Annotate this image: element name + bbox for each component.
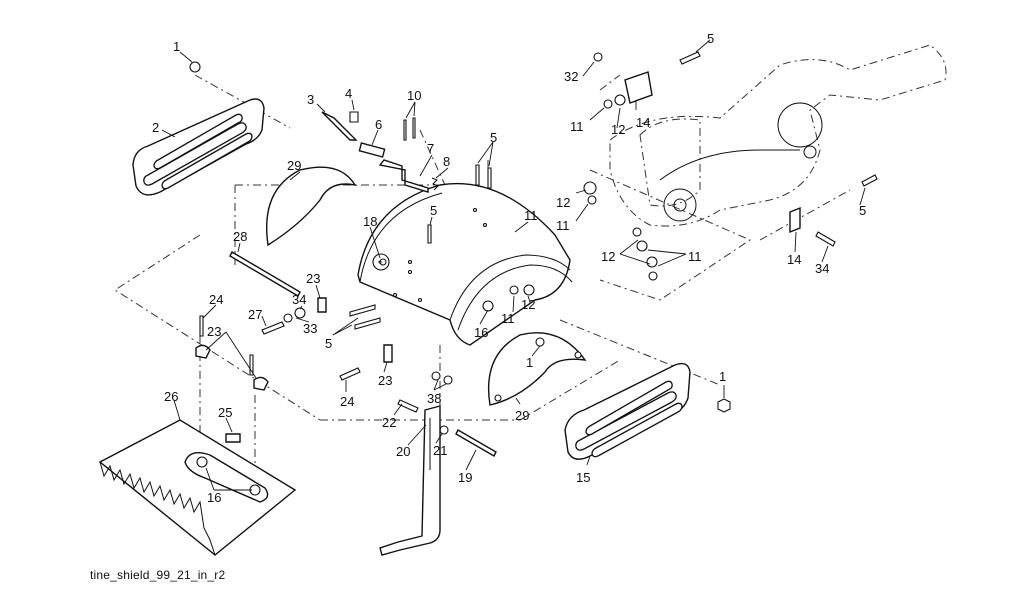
callout-11-mid: 11 <box>501 311 515 326</box>
callout-18: 18 <box>363 214 377 229</box>
figure-caption: tine_shield_99_21_in_r2 <box>90 568 226 582</box>
callout-12-mid: 12 <box>521 297 535 312</box>
callout-24-mid: 24 <box>340 394 354 409</box>
drag-bar <box>379 405 441 556</box>
callout-1-mid: 1 <box>526 355 533 370</box>
callout-16-mid: 16 <box>474 325 488 340</box>
callout-21: 20 <box>396 444 410 459</box>
callout-29-upper: 29 <box>287 158 301 173</box>
callout-5-left: 5 <box>325 336 332 351</box>
callout-33: 34 <box>292 292 306 307</box>
callout-7: 7 <box>427 141 434 156</box>
callout-38: 38 <box>427 391 441 406</box>
callout-1-right: 1 <box>719 369 726 384</box>
callout-34: 34 <box>815 261 829 276</box>
callout-23-left: 23 <box>207 324 221 339</box>
callout-2: 2 <box>152 120 159 135</box>
callout-14-right: 14 <box>787 252 801 267</box>
callout-4: 4 <box>345 86 352 101</box>
tine-shield-flap <box>98 419 297 556</box>
callout-5-top-mid: 5 <box>490 130 497 145</box>
callout-26: 25 <box>218 405 232 420</box>
callout-14-top: 14 <box>636 115 650 130</box>
callout-11-right: 11 <box>556 218 570 233</box>
callout-12-top: 12 <box>611 122 625 137</box>
callout-27: 26 <box>164 389 178 404</box>
callout-5-top-right: 5 <box>707 31 714 46</box>
callout-30: 32 <box>564 69 578 84</box>
callout-32: 33 <box>303 321 317 336</box>
callout-15: 15 <box>576 470 590 485</box>
callout-24-upper: 24 <box>209 292 223 307</box>
callout-6: 6 <box>375 117 382 132</box>
callout-19: 19 <box>458 470 472 485</box>
callout-5-right: 5 <box>859 203 866 218</box>
callout-11-top: 11 <box>570 119 584 134</box>
leader-lines <box>161 39 866 491</box>
callout-20: 21 <box>433 443 447 458</box>
callout-23-mid: 23 <box>378 373 392 388</box>
side-plate-left <box>132 98 265 196</box>
callout-labels: 1 2 3 4 6 10 7 8 5 5 11 29 18 28 23 24 3… <box>152 31 866 505</box>
tine-shield <box>357 182 573 346</box>
callout-28: 28 <box>233 229 247 244</box>
callout-10: 10 <box>407 88 421 103</box>
callout-12-lower: 12 <box>601 249 615 264</box>
callout-29-lower: 29 <box>515 408 529 423</box>
flap-lower <box>487 332 587 406</box>
hardware-items <box>189 51 878 457</box>
callout-9: 11 <box>524 208 538 223</box>
callout-22: 22 <box>382 415 396 430</box>
transmission-housing <box>609 44 947 227</box>
callout-3: 3 <box>307 92 314 107</box>
callout-1-top: 1 <box>173 39 180 54</box>
callout-5-mid: 5 <box>430 203 437 218</box>
callout-16-bottom: 16 <box>207 490 221 505</box>
callout-8: 8 <box>443 154 450 169</box>
callout-23-upper: 23 <box>306 271 320 286</box>
callout-11-lower: 11 <box>688 249 702 264</box>
side-plate-right <box>564 362 691 460</box>
callout-12-right: 12 <box>556 195 570 210</box>
callout-25: 27 <box>248 307 262 322</box>
hinge-bracket <box>321 111 439 193</box>
flap-upper <box>266 166 357 247</box>
